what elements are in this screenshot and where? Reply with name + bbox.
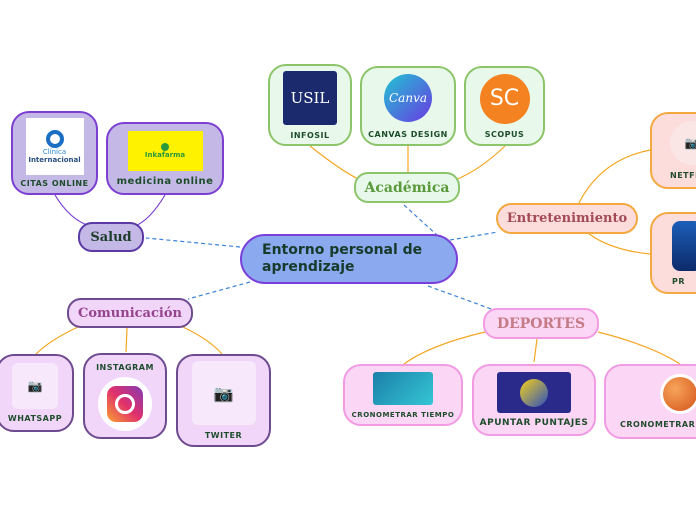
link-central-comunicacion bbox=[187, 281, 251, 300]
scopus-logo: SC bbox=[479, 73, 530, 124]
salud-label-citas: CITAS ONLINE bbox=[20, 179, 89, 188]
salud-card-clinica[interactable]: Clínica Internacional CITAS ONLINE bbox=[11, 111, 98, 195]
link-central-deportes bbox=[427, 285, 495, 311]
academica-card-infosil[interactable]: USIL INFOSIL bbox=[268, 64, 352, 146]
link-central-academica bbox=[403, 204, 439, 237]
deportes-card-cronometrar-y[interactable]: CRONOMETRAR Y bbox=[604, 364, 696, 439]
central-node[interactable]: Entorno personal de aprendizaje bbox=[240, 234, 458, 284]
salud-card-inkafarma[interactable]: Inkafarma medicina online bbox=[106, 122, 224, 195]
comunicacion-card-instagram[interactable]: INSTAGRAM bbox=[83, 353, 167, 439]
link-central-salud bbox=[145, 237, 241, 248]
deportes-card-apuntar-puntajes[interactable]: APUNTAR PUNTAJES bbox=[472, 364, 596, 436]
volleyball-image bbox=[497, 372, 571, 413]
topic-comunicacion[interactable]: Comunicación bbox=[67, 298, 193, 328]
topic-deportes[interactable]: DEPORTES bbox=[483, 308, 599, 339]
basketball-image bbox=[660, 374, 696, 414]
comunicacion-card-whatsapp[interactable]: 📷 WHATSAPP bbox=[0, 354, 74, 432]
camera-placeholder-icon: 📷 bbox=[12, 363, 58, 409]
camera-placeholder-icon: 📷 bbox=[191, 361, 256, 425]
app-logo bbox=[672, 220, 696, 271]
entretenimiento-card-2[interactable]: PR bbox=[650, 212, 696, 294]
usil-logo: USIL bbox=[283, 70, 337, 125]
academica-card-scopus[interactable]: SC SCOPUS bbox=[464, 66, 545, 146]
academica-card-canva[interactable]: Canva CANVAS DESIGN bbox=[360, 66, 456, 146]
inkafarma-logo: Inkafarma bbox=[127, 130, 203, 171]
topic-academica[interactable]: Académica bbox=[354, 172, 460, 203]
salud-label-medicina: medicina online bbox=[116, 175, 214, 187]
deportes-card-cronometrar-tiempo[interactable]: CRONOMETRAR TIEMPO bbox=[343, 364, 463, 426]
swimming-image bbox=[373, 371, 433, 405]
canva-logo: Canva bbox=[384, 73, 432, 122]
link-central-entretenimiento bbox=[449, 231, 499, 241]
camera-placeholder-icon: 📷 bbox=[670, 121, 696, 165]
clinica-internacional-logo: Clínica Internacional bbox=[25, 118, 84, 175]
entretenimiento-card-netflix[interactable]: 📷 NETFL bbox=[650, 112, 696, 189]
central-title: Entorno personal de aprendizaje bbox=[262, 242, 423, 275]
topic-salud[interactable]: Salud bbox=[78, 222, 144, 252]
topic-entretenimiento[interactable]: Entretenimiento bbox=[496, 203, 638, 234]
instagram-logo bbox=[98, 377, 152, 431]
comunicacion-card-twiter[interactable]: 📷 TWITER bbox=[176, 354, 271, 447]
